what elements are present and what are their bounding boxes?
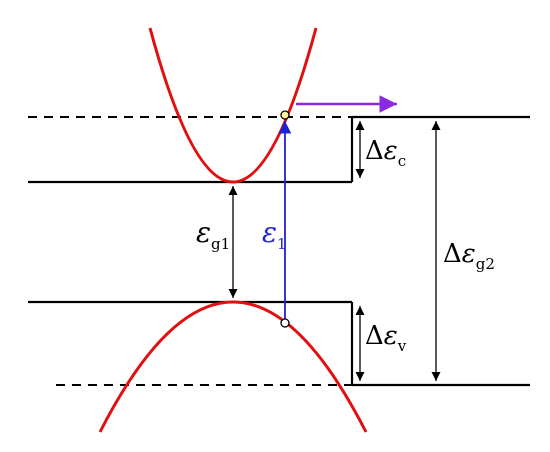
valence-band-parabola [98,300,368,433]
eps-g1-label: εg1 [196,216,230,253]
conduction-band-parabola [148,27,318,184]
delta-eps-c-label: Δεc [365,136,406,170]
delta-eps-v-label: Δεv [365,321,407,355]
ground-state-marker [280,318,290,328]
eps-1-label: ε1 [262,216,287,253]
delta-eps-g2-label: Δεg2 [443,239,495,273]
excited-state-marker [280,110,290,120]
